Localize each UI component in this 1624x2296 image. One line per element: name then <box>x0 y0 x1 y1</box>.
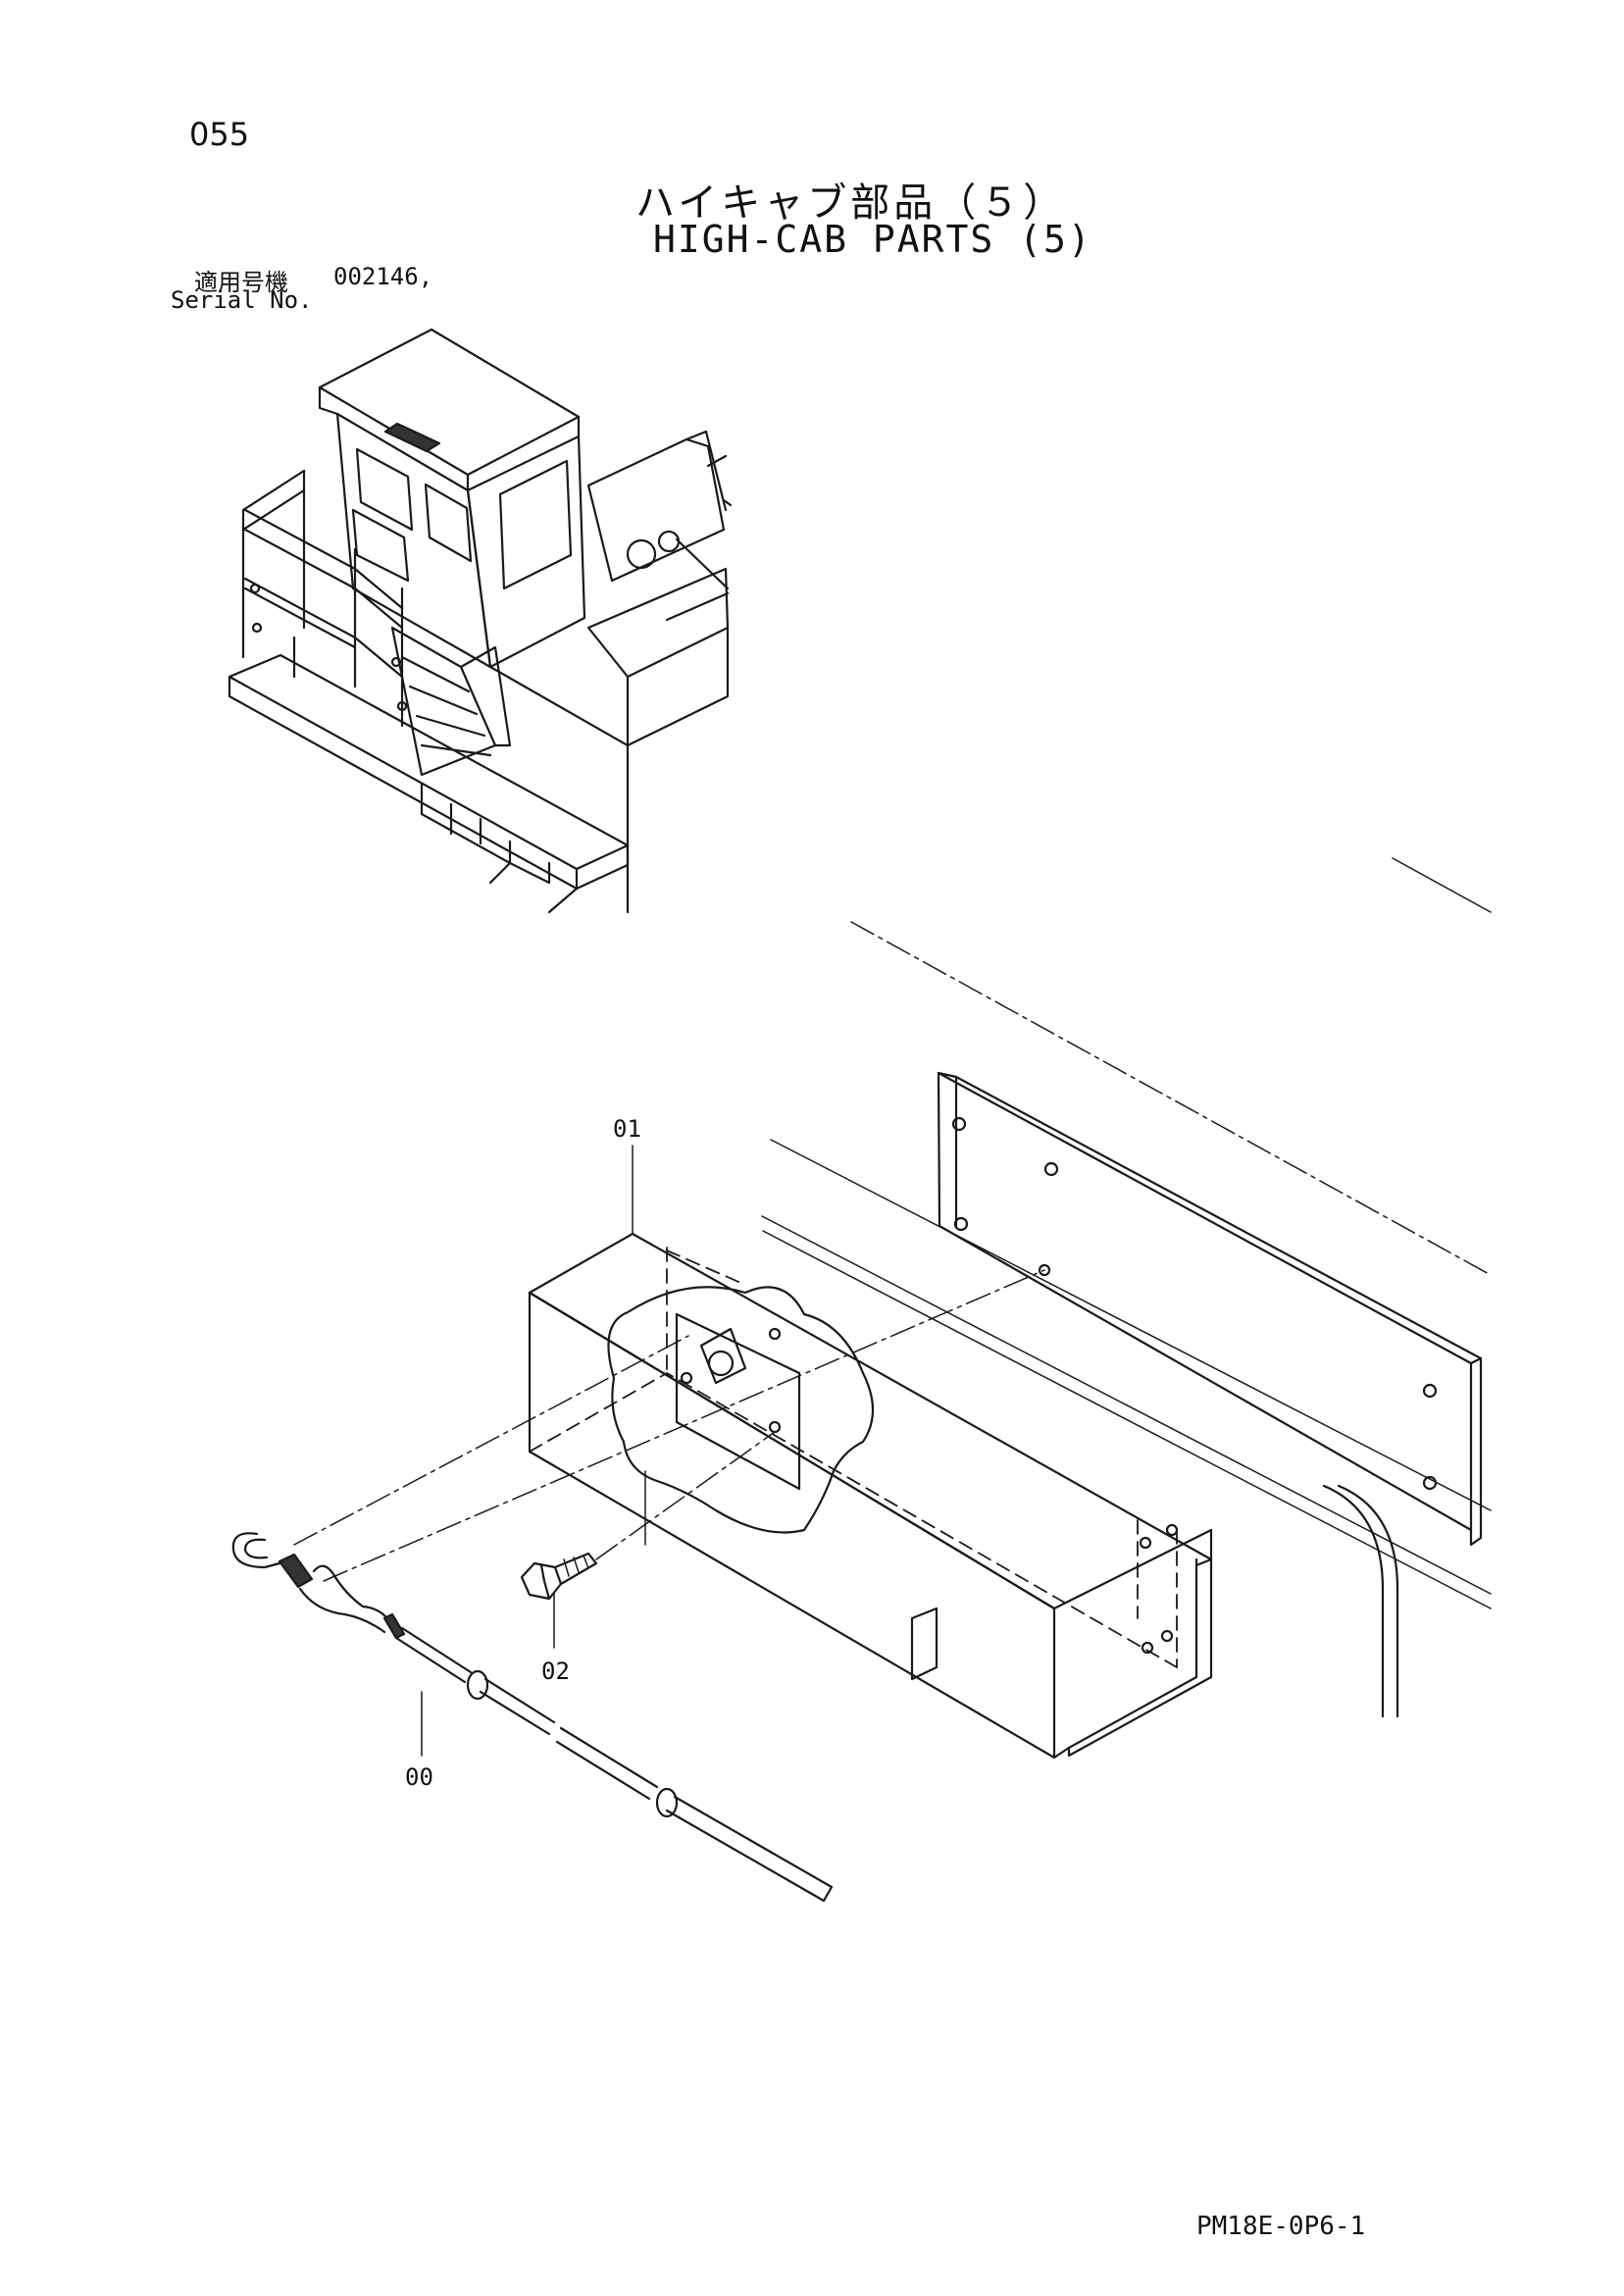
wire-rope-part-00 <box>231 1269 1045 1903</box>
serial-value: 002146, <box>333 263 433 290</box>
page-number: 055 <box>189 116 250 153</box>
callout-part-02: 02 <box>541 1658 570 1685</box>
mounting-panel <box>761 1071 1492 1718</box>
page-title-japanese: ハイキャブ部品（５） <box>635 180 1067 226</box>
callout-part-00: 00 <box>405 1763 433 1791</box>
machine-overview-illustration <box>228 328 1492 1276</box>
storage-box-part-01 <box>528 1145 1213 1760</box>
bolt-part-02 <box>520 1431 776 1649</box>
page-title-english: HIGH-CAB PARTS (5) <box>653 218 1092 261</box>
callout-part-01: 01 <box>613 1115 641 1143</box>
document-code: PM18E-0P6-1 <box>1196 2212 1366 2241</box>
serial-label-japanese: 適用号機 <box>194 269 288 296</box>
serial-label-english: Serial No. <box>171 286 313 314</box>
